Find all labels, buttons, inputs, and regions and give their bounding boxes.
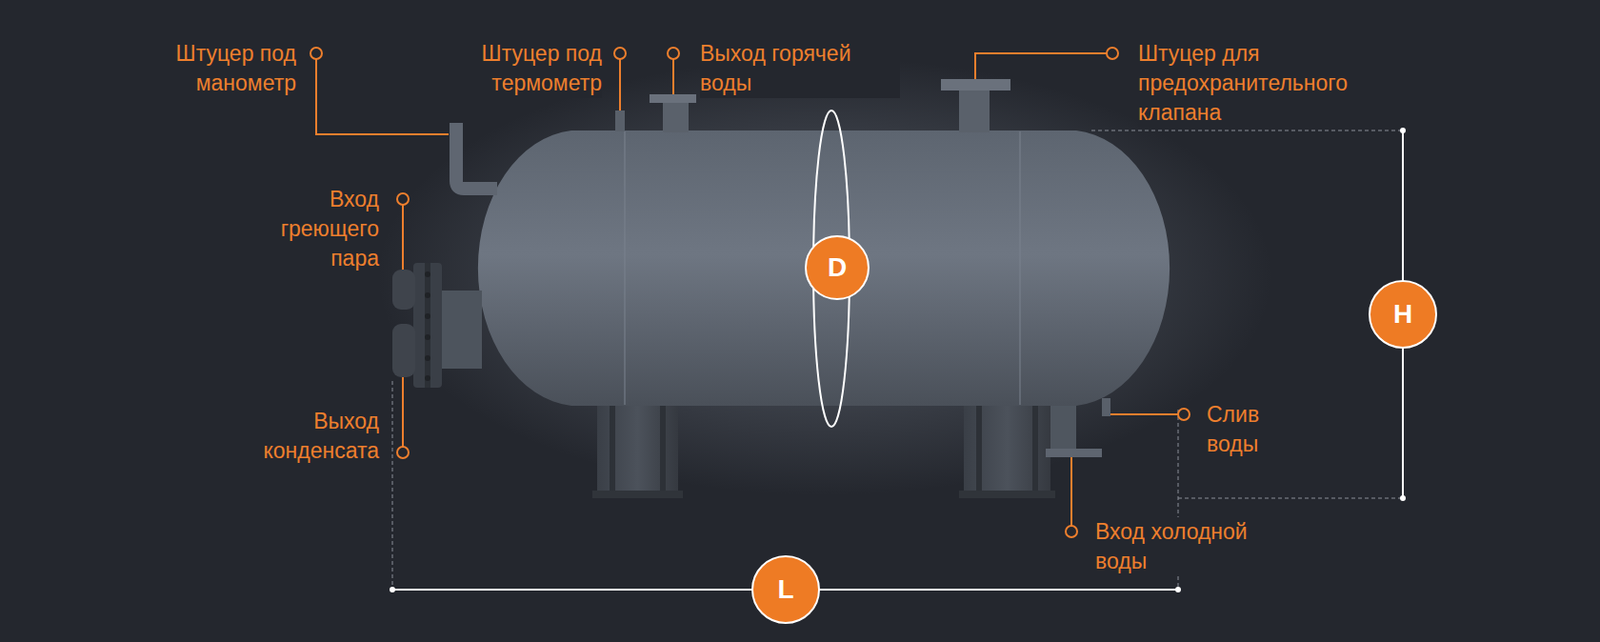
callout-label: Выход конденсата xyxy=(226,406,380,466)
dimension-badge: L xyxy=(751,555,820,624)
callout-label: Вход греющего пара xyxy=(255,184,380,274)
bottom-nozzles xyxy=(1045,398,1111,458)
leader-lines xyxy=(310,47,1190,538)
dimension-letter: D xyxy=(827,254,847,281)
callout-label: Штуцер под манометр xyxy=(124,39,297,99)
height-dimension xyxy=(1091,127,1406,501)
steam-head xyxy=(392,262,482,388)
dimension-badge: H xyxy=(1368,280,1438,349)
vessel-body xyxy=(478,130,1170,406)
callout-label: Штуцер под термометр xyxy=(430,39,602,99)
callout-label: Слив воды xyxy=(1206,400,1283,460)
manometer-pipe xyxy=(456,122,498,189)
callout-label: Выход горячей воды xyxy=(700,39,900,99)
dimension-badge: D xyxy=(804,235,870,300)
dimension-letter: L xyxy=(777,576,794,603)
dimension-letter: H xyxy=(1393,300,1413,328)
callout-label: Вход холодной воды xyxy=(1095,517,1296,577)
callout-label: Штуцер для предохранительного клапана xyxy=(1138,39,1396,128)
